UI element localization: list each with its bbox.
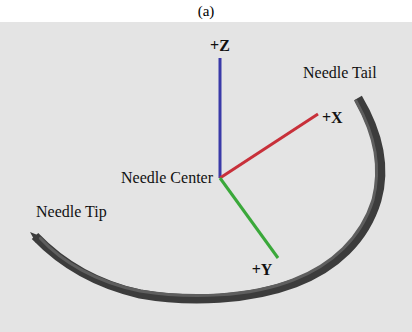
render-background: [0, 22, 412, 332]
axis-label: +Z: [210, 37, 230, 55]
needle-highlight: [40, 101, 377, 296]
part-label: Needle Tip: [36, 203, 107, 221]
panel-title: (a): [198, 3, 215, 20]
part-label: Needle Tail: [303, 64, 377, 82]
axis-label: +Y: [252, 261, 273, 279]
point-label: Needle Center: [121, 169, 213, 187]
axis-label: +X: [322, 109, 343, 127]
needle-body: [35, 98, 381, 299]
x-axis: [220, 114, 318, 178]
needle-tip-point: [30, 232, 40, 243]
z-axis: [219, 58, 222, 178]
y-axis: [220, 178, 278, 258]
